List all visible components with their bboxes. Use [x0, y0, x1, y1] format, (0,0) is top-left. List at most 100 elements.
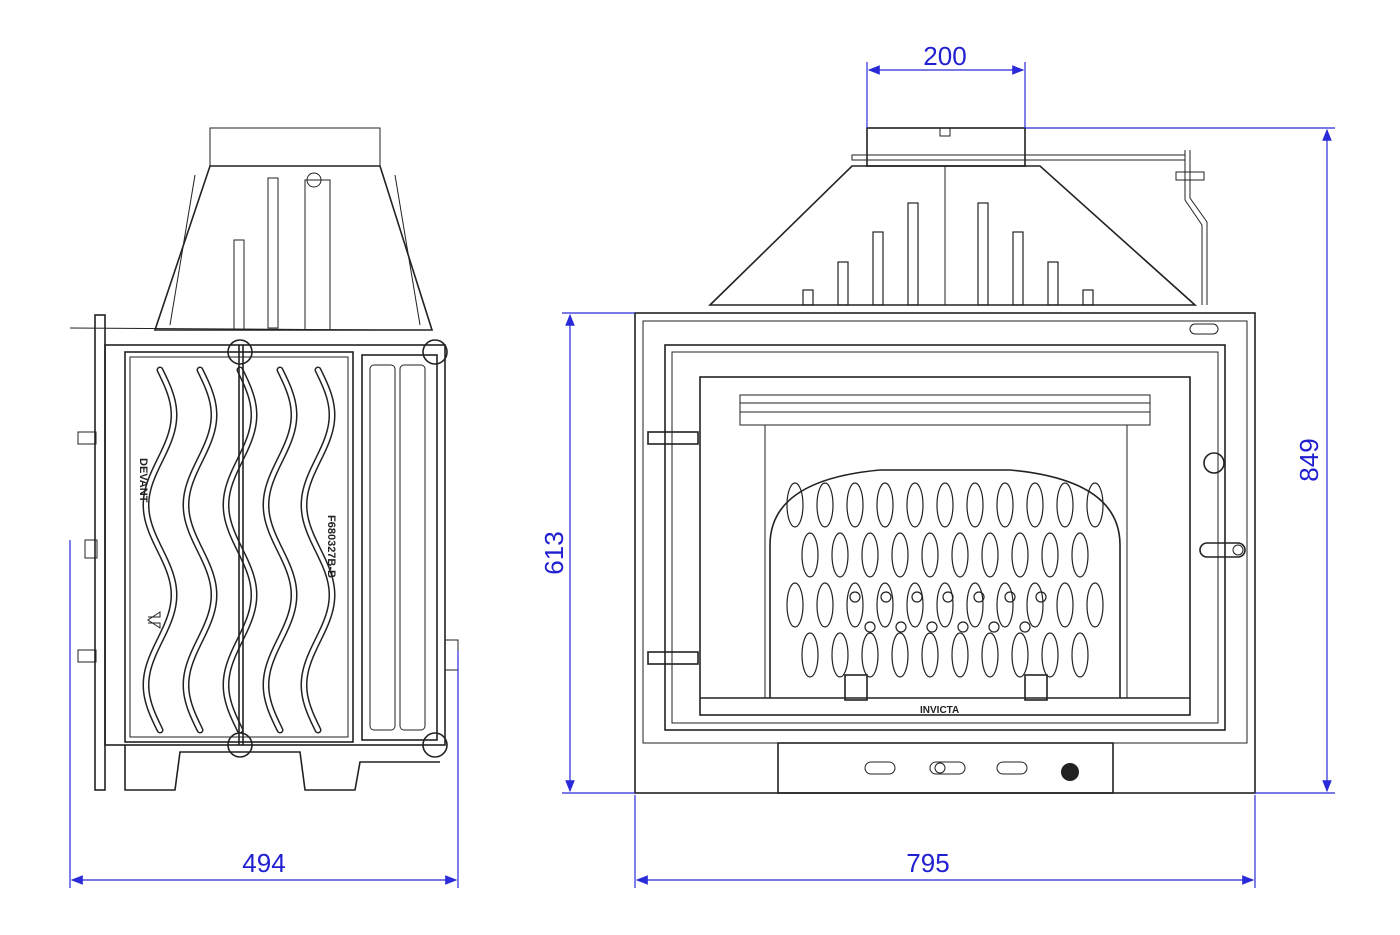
side-louvre-panel — [361, 354, 438, 741]
dimension-width: 795 — [906, 848, 949, 878]
side-body — [104, 344, 446, 746]
hood-rib — [1082, 289, 1094, 306]
grate-cell — [861, 632, 879, 678]
grate-cell — [1041, 532, 1059, 578]
grate-cell — [921, 632, 939, 678]
grate-cell — [906, 582, 924, 628]
dimension-side-depth: 494 — [242, 848, 285, 878]
grate-cell — [1056, 482, 1074, 528]
hood-rib — [977, 202, 989, 306]
grate-cell — [846, 482, 864, 528]
ash-pan-drawer[interactable] — [777, 742, 1114, 794]
wave-rib-inner — [184, 368, 216, 732]
grate-cell — [936, 482, 954, 528]
grate-cell — [831, 532, 849, 578]
grate-cell — [996, 582, 1014, 628]
grate-bolt — [973, 591, 985, 603]
dimensions: 494 795 200 613 849 — [69, 41, 1335, 888]
side-hood — [153, 165, 434, 331]
brand-logo: INVICTA — [920, 705, 959, 716]
grate-cell — [861, 532, 879, 578]
grate-cell — [891, 532, 909, 578]
grate-cell — [786, 482, 804, 528]
bolt-icon — [422, 339, 448, 365]
grate-cell — [786, 582, 804, 628]
hood-rib — [1047, 261, 1059, 306]
hood-rib — [907, 202, 919, 306]
grate-bolt — [988, 621, 1000, 633]
grate-cell — [921, 532, 939, 578]
hinge — [647, 651, 699, 665]
air-slider[interactable] — [929, 761, 966, 775]
firebox-back — [769, 469, 1121, 698]
air-control-knob-icon[interactable] — [1061, 763, 1079, 781]
label-part-number: F680327B-B — [325, 515, 337, 578]
hood-rib — [837, 261, 849, 306]
grate-bolt — [926, 621, 938, 633]
grate-bolt — [864, 621, 876, 633]
grate-bolt — [957, 621, 969, 633]
front-hood — [708, 165, 1198, 306]
bolt-icon — [227, 732, 253, 758]
grate-cell — [816, 482, 834, 528]
door-handle[interactable] — [1199, 542, 1246, 558]
damper-rod — [851, 154, 1186, 161]
wave-rib-inner — [224, 368, 256, 732]
dimension-frame-height: 613 — [539, 531, 569, 574]
grate-cell — [951, 632, 969, 678]
grate-cell — [981, 632, 999, 678]
grate-cell — [906, 482, 924, 528]
hood-ribs — [802, 202, 1094, 306]
firebox-pattern — [786, 482, 1104, 678]
grate-cell — [981, 532, 999, 578]
grate-bolt — [849, 591, 861, 603]
grate-cell — [846, 582, 864, 628]
grate-cell — [966, 582, 984, 628]
grate-cell — [891, 632, 909, 678]
grate-cell — [1071, 532, 1089, 578]
bolt-icon — [227, 339, 253, 365]
air-slot — [996, 761, 1028, 775]
grate-cell — [1026, 482, 1044, 528]
glass-window — [699, 376, 1191, 716]
grate-cell — [951, 532, 969, 578]
front-view: INVICTA — [634, 127, 1256, 794]
grate-cell — [1026, 582, 1044, 628]
grate-bolt — [1019, 621, 1031, 633]
grate-bolt — [895, 621, 907, 633]
damper-knob-icon — [306, 172, 322, 188]
grate-bolt — [1035, 591, 1047, 603]
heat-exchanger-ribs — [142, 366, 336, 734]
grate-cell — [1071, 632, 1089, 678]
grate-cell — [1041, 632, 1059, 678]
grate-cell — [816, 582, 834, 628]
wave-rib-inner — [144, 368, 176, 732]
label-devant: DEVANT — [137, 458, 149, 503]
bolt-icon — [422, 732, 448, 758]
grate-cell — [1086, 482, 1104, 528]
dimension-flue: 200 — [923, 41, 966, 71]
wave-rib-inner — [264, 368, 296, 732]
hood-rib — [1012, 231, 1024, 306]
grate-cell — [1011, 532, 1029, 578]
grate-cell — [801, 632, 819, 678]
air-slot — [864, 761, 896, 775]
hinge — [647, 431, 699, 445]
grate-cell — [831, 632, 849, 678]
grate-cell — [1086, 582, 1104, 628]
dimension-total-height: 849 — [1294, 438, 1324, 481]
door-knob-icon — [1203, 452, 1225, 474]
grate-bolt — [880, 591, 892, 603]
grate-bolt — [1004, 591, 1016, 603]
grate-cell — [876, 582, 894, 628]
front-frame — [634, 312, 1256, 794]
grate-cell — [801, 532, 819, 578]
wave-rib-inner — [302, 368, 334, 732]
side-flue-collar — [209, 127, 381, 167]
grate-cell — [1011, 632, 1029, 678]
baffle — [739, 394, 1151, 426]
grate-cell — [876, 482, 894, 528]
arrow-left-icon — [147, 611, 161, 629]
grate-bolt — [911, 591, 923, 603]
